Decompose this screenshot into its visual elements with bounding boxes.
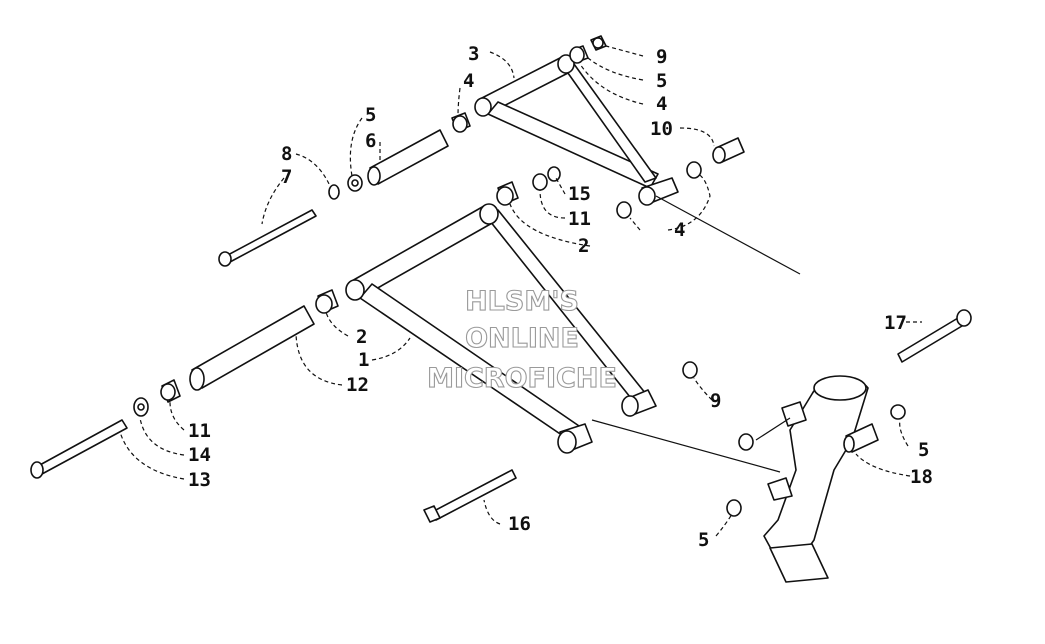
upper-bushing-4-rear — [686, 161, 702, 179]
lower-bushing-2-left — [315, 289, 339, 314]
upper-washer-8 — [328, 184, 340, 200]
lower-washer-14 — [133, 397, 149, 417]
upper-a-arm — [474, 54, 679, 206]
callout-4-upper-left: 4 — [463, 70, 474, 92]
callout-1: 1 — [358, 349, 369, 371]
callout-numbers: 3 4 9 5 4 10 5 6 8 7 15 11 2 4 2 1 12 17… — [188, 43, 933, 551]
lower-assembly-line — [591, 419, 781, 473]
lower-bolt-13 — [30, 419, 128, 479]
lower-bolt-16 — [423, 469, 517, 523]
spindle-nut-9 — [738, 433, 754, 451]
callout-13: 13 — [188, 469, 211, 491]
spindle-knuckle — [763, 375, 869, 583]
callout-18: 18 — [910, 466, 933, 488]
callout-2-upper: 2 — [578, 235, 589, 257]
lower-spacer-15 — [532, 166, 561, 191]
callout-7: 7 — [281, 166, 292, 188]
spindle-sleeve-18 — [843, 423, 879, 453]
callout-3: 3 — [468, 43, 479, 65]
upper-bolt-7 — [218, 209, 317, 267]
callout-2-lower: 2 — [356, 326, 367, 348]
spindle-bolt-guide — [755, 417, 791, 441]
callout-9-lower: 9 — [710, 390, 721, 412]
callout-5-upper: 5 — [656, 70, 667, 92]
leader-lines — [119, 45, 922, 537]
callout-6: 6 — [365, 130, 376, 152]
spindle-nut-5-right — [890, 404, 906, 420]
callout-12: 12 — [346, 374, 369, 396]
callout-17: 17 — [884, 312, 907, 334]
upper-arm-bushing-left — [451, 112, 471, 133]
lower-pivot-shaft-12 — [189, 305, 315, 391]
watermark-line-3: MICROFICHE — [427, 363, 617, 394]
callout-16: 16 — [508, 513, 531, 535]
callout-11-lower: 11 — [188, 420, 211, 442]
callout-5-right: 5 — [918, 439, 929, 461]
callout-4-lower: 4 — [674, 219, 685, 241]
upper-bushing-4-front — [616, 201, 632, 219]
callout-4-upper-right: 4 — [656, 93, 667, 115]
callout-10: 10 — [650, 118, 673, 140]
watermark-line-1: HLSM'S — [465, 286, 579, 317]
upper-nut-9 — [590, 35, 607, 51]
callout-9-upper: 9 — [656, 46, 667, 68]
spindle-bolt-17 — [897, 309, 972, 363]
spindle-nut-5-bottom — [726, 499, 742, 517]
upper-arm-bushing-right — [569, 45, 589, 64]
lower-nut-11 — [160, 379, 181, 403]
watermark-line-2: ONLINE — [465, 323, 579, 354]
callout-11-upper: 11 — [568, 208, 591, 230]
upper-pivot-shaft — [367, 129, 449, 186]
callout-15: 15 — [568, 183, 591, 205]
callout-8: 8 — [281, 143, 292, 165]
upper-pin-10 — [712, 137, 745, 164]
callout-5-shaft: 5 — [365, 104, 376, 126]
upper-washer-5 — [347, 174, 363, 192]
lower-bushing-2-right — [496, 181, 519, 206]
upper-assembly-line — [655, 195, 801, 275]
callout-5-bottom: 5 — [698, 529, 709, 551]
lower-a-arm — [345, 203, 657, 454]
lower-nut-9 — [682, 361, 698, 379]
callout-14: 14 — [188, 444, 211, 466]
watermark: HLSM'S ONLINE MICROFICHE — [427, 285, 618, 394]
